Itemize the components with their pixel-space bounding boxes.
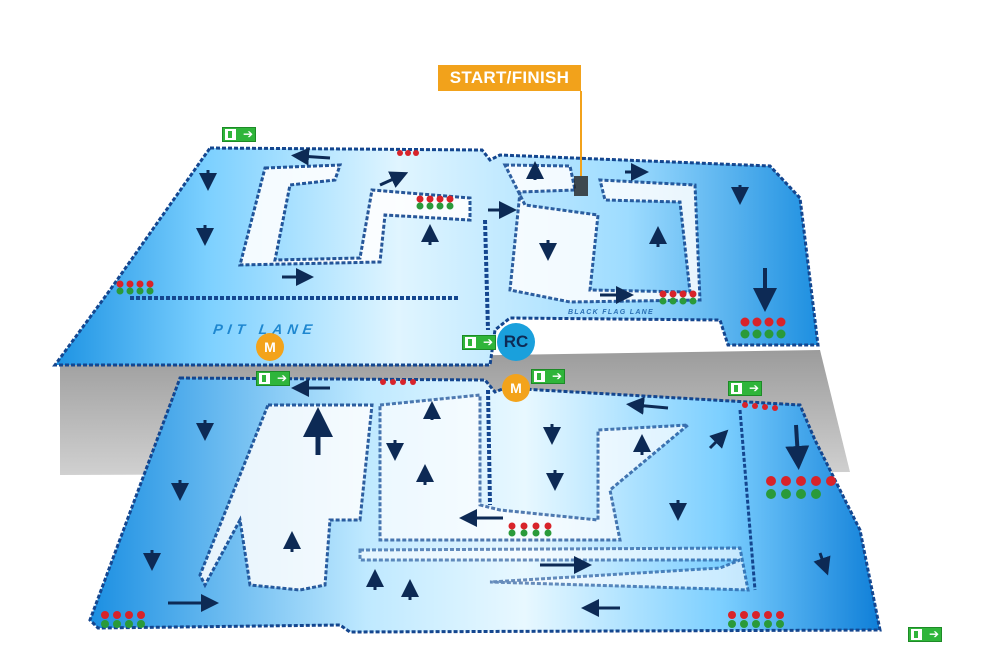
upper-level-track [52,91,820,367]
start-finish-label: START/FINISH [438,65,581,91]
emergency-exit-sign-icon: ➔ [728,381,762,396]
marshal-badge: M [502,374,530,402]
lower-level-track [88,376,882,634]
race-control-badge: RC [497,323,535,361]
emergency-exit-sign-icon: ➔ [462,335,496,350]
traffic-light-icon [116,150,786,339]
emergency-exit-sign-icon: ➔ [908,627,942,642]
emergency-exit-sign-icon: ➔ [222,127,256,142]
pit-lane-label: PIT LANE [212,321,319,337]
emergency-exit-sign-icon: ➔ [256,371,290,386]
emergency-exit-sign-icon: ➔ [531,369,565,384]
black-flag-lane-label: BLACK FLAG LANE [568,309,654,316]
marshal-badge: M [256,333,284,361]
traffic-light-icon [101,379,836,628]
